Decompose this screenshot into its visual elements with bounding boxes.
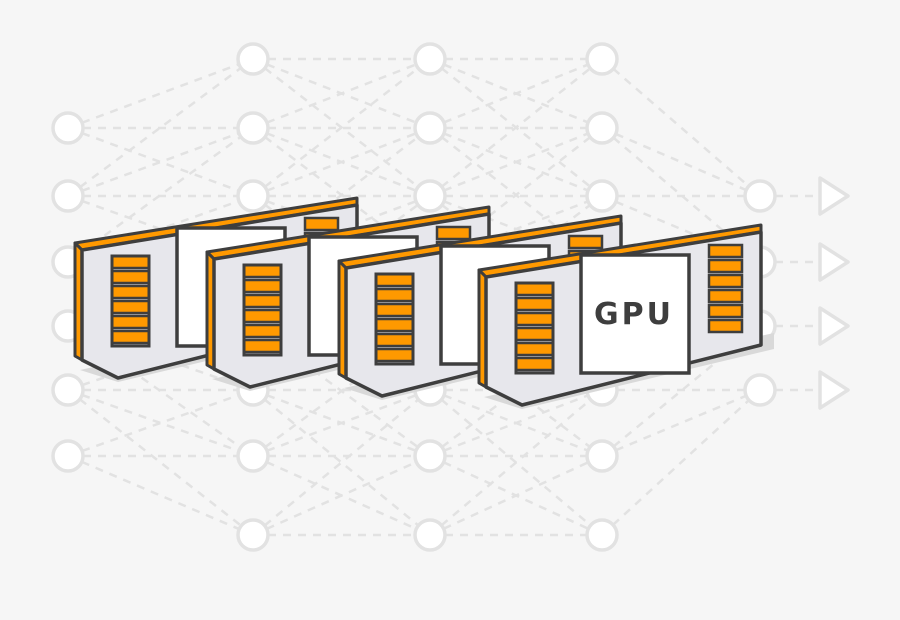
gpu-card-icon: GPU [477,223,774,409]
neural-network-node-icon [51,111,85,145]
vent-slot [374,272,415,288]
vent-slot [707,288,744,304]
vent-slot [707,303,744,319]
output-arrow-icon [818,306,850,346]
network-edge [67,389,254,536]
vent-slot [374,302,415,318]
neural-network-node-icon [51,373,85,407]
vent-slot [514,326,555,342]
vent-slot [110,314,151,330]
vent-slot [374,347,415,363]
vent-frame [374,272,415,366]
network-edge [67,454,254,537]
vent-slot [110,299,151,315]
vent-slot [707,273,744,289]
neural-network-node-icon [413,179,447,213]
vent-slot [242,263,283,279]
vent-slot [110,329,151,345]
network-edge [67,126,254,198]
neural-network-node-icon [585,42,619,76]
network-edge [67,126,254,198]
vent-slot [435,225,472,241]
output-arrow-icon [818,370,850,410]
network-edge [252,57,431,130]
output-arrow-icon [818,242,850,282]
card-vent-left [514,281,555,375]
neural-network-node-icon [236,518,270,552]
network-edge [429,388,603,458]
network-edge [67,388,254,458]
vent-slot [110,254,151,270]
neural-network-node-icon [413,111,447,145]
network-edge [429,58,603,197]
gpu-card-stack: GPU [73,196,774,409]
network-edge [67,388,254,458]
vent-slot [514,311,555,327]
vent-slot [514,296,555,312]
network-edge [601,389,761,536]
network-edge [252,454,431,537]
network-edge [429,389,603,536]
vent-slot [707,258,744,274]
vent-slot [514,341,555,357]
vent-slot [514,356,555,372]
card-vent-left [242,263,283,357]
vent-slot [110,269,151,285]
neural-network-node-icon [51,179,85,213]
network-edge [252,126,431,198]
network-edge [429,57,603,130]
network-edge [601,126,761,198]
neural-network-node-icon [236,42,270,76]
neural-network-node-icon [51,439,85,473]
card-vent-left [110,254,151,348]
neural-network-node-icon [743,373,777,407]
output-arrow-icon [818,176,850,216]
vent-slot [374,287,415,303]
vent-slot [707,318,744,334]
gpu-label: GPU [594,297,674,332]
network-edge [67,194,254,264]
network-edge [601,388,761,458]
output-arrows [818,176,850,410]
vent-slot [110,284,151,300]
vent-slot [567,234,604,250]
vent-slot [242,293,283,309]
neural-network-node-icon [585,179,619,213]
vent-slot [242,338,283,354]
neural-network-node-icon [236,439,270,473]
network-edge [429,454,603,537]
vent-slot [242,278,283,294]
vent-frame [242,263,283,357]
network-edge [252,58,431,197]
vent-frame [110,254,151,348]
neural-network-node-icon [236,179,270,213]
chip-window [579,253,691,375]
vent-slot [303,216,340,232]
network-edge [67,57,254,130]
vent-slot [514,281,555,297]
card-vent-right [707,243,744,334]
neural-network-node-icon [585,439,619,473]
vent-slot [374,332,415,348]
neural-network-node-icon [236,111,270,145]
neural-network-node-icon [743,179,777,213]
vent-slot [242,308,283,324]
vent-slot [707,243,744,259]
network-edge [601,58,761,197]
network-edge [252,388,431,458]
neural-network-node-icon [585,518,619,552]
card-vent-left [374,272,415,366]
neural-network-node-icon [413,42,447,76]
network-edge [429,126,603,198]
vent-frame [514,281,555,375]
neural-network-node-icon [585,111,619,145]
vent-slot [374,317,415,333]
vent-slot [242,323,283,339]
neural-network-node-icon [413,439,447,473]
neural-network-node-icon [413,518,447,552]
